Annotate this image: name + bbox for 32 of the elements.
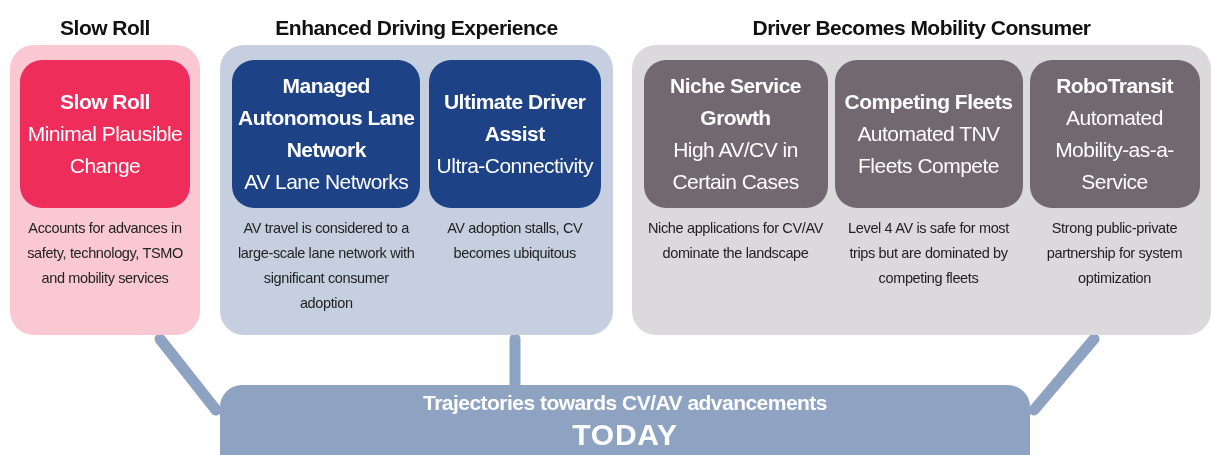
scenario-title: Slow Roll [60,89,150,115]
scenario-title: Ultimate Driver Assist [443,89,587,147]
today-bar [220,385,1030,455]
scenario-title: Competing Fleets [844,89,1013,115]
scenario-subtitle: Ultra-Connectivity [436,153,593,179]
connector [154,333,222,416]
scenario-subtitle: Automated TNV Fleets Compete [856,121,1001,179]
scenario-title: RoboTransit [1056,73,1173,99]
scenario-subtitle: Minimal Plausible Change [26,121,184,179]
scenario-description: AV adoption stalls, CV becomes ubiquitous [446,219,584,263]
bar-caption: Trajectories towards CV/AV advancements [423,390,827,416]
scenario-description: Level 4 AV is safe for most trips but are dominated by competing fleets [847,219,1010,288]
group-heading: Slow Roll [60,15,150,41]
scenario-box [428,60,601,208]
scenario-description: AV travel is considered to a large-scale lane network with significant consumer adoption [237,219,416,313]
scenario-description: Strong public-private partnership for system optimization [1045,219,1184,288]
scenario-subtitle: High AV/CV in Certain Cases [671,137,800,195]
scenario-box [232,60,421,208]
scenario-title: Niche Service Growth [669,73,802,131]
bar-title: TODAY [572,417,678,453]
scenario-box [834,60,1023,208]
scenario-description: Niche applications for CV/AV dominate the landscape [647,219,824,263]
scenario-subtitle: Automated Mobility-as-a-Service [1054,105,1175,195]
scenario-box [20,60,190,208]
group-heading: Enhanced Driving Experience [275,15,558,41]
scenario-subtitle: AV Lane Networks [244,169,409,195]
scenario-box [643,60,828,208]
scenario-description: Accounts for advances in safety, technology, TSMO and mobility services [26,219,184,288]
scenario-box [1029,60,1200,208]
group-heading: Driver Becomes Mobility Consumer [752,15,1091,41]
scenario-title: Managed Autonomous Lane Network [237,73,416,163]
connector [1028,333,1100,416]
